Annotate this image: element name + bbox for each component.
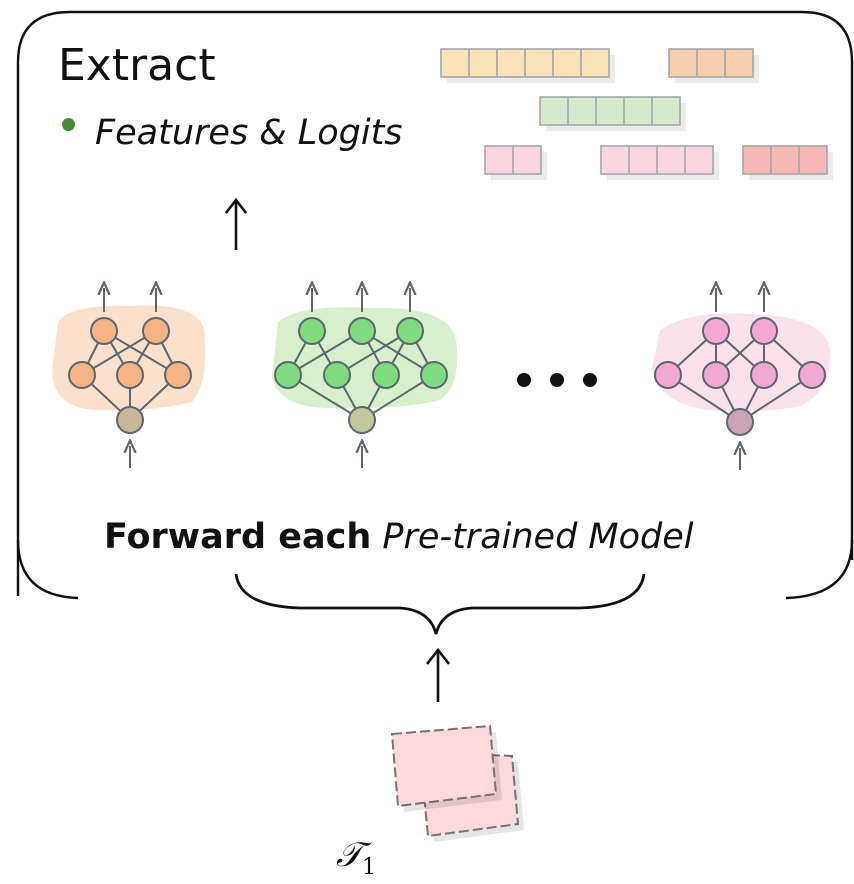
logit-block-pink-long xyxy=(600,145,719,180)
container-frame-bottom-left xyxy=(16,539,79,600)
logit-block-red xyxy=(742,145,833,180)
feature-block-green xyxy=(539,96,686,131)
task-input-arrow xyxy=(425,647,451,702)
model-orange-blob xyxy=(52,305,206,411)
pretrained-model-green xyxy=(272,288,458,468)
logit-block-pink-short xyxy=(484,145,547,180)
ellipsis-icon xyxy=(517,373,597,387)
bullet-icon xyxy=(62,118,75,131)
container-frame xyxy=(16,10,854,596)
feature-block-orange-long xyxy=(440,48,615,83)
features-logits-label: Features & Logits xyxy=(95,113,403,153)
task-symbol: 𝒯 xyxy=(336,835,363,875)
model-pink-blob xyxy=(652,313,831,412)
task-data-cards xyxy=(390,724,524,842)
task-label: 𝒯1 xyxy=(336,838,376,879)
pretrained-model-pink xyxy=(652,288,831,470)
feature-block-orange-short xyxy=(668,48,759,83)
task-subscript: 1 xyxy=(362,854,377,880)
caption-bold: Forward each xyxy=(104,517,372,557)
forward-caption: Forward each Pre-trained Model xyxy=(104,520,694,555)
extract-arrow xyxy=(224,197,248,250)
curly-brace xyxy=(234,573,646,635)
caption-italic: Pre-trained Model xyxy=(382,517,694,557)
pretrained-model-orange xyxy=(52,288,206,468)
extract-title: Extract xyxy=(58,40,216,91)
container-frame-bottom-right xyxy=(785,539,854,600)
